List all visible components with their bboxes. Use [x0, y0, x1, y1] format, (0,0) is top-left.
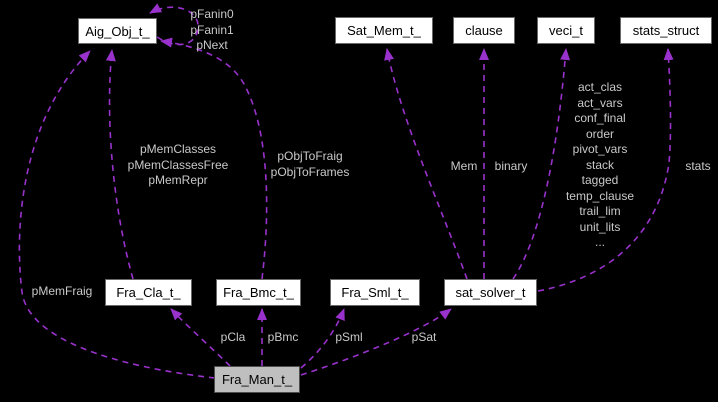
- edge-label-line: temp_clause: [565, 188, 635, 203]
- node-fra-cla-t[interactable]: Fra_Cla_t_: [105, 279, 192, 306]
- node-fra-man-t-current: Fra_Man_t_: [214, 366, 300, 393]
- edge-label-man-to-sat: pSat: [411, 330, 437, 344]
- edge-man-to-aig: [18, 50, 216, 379]
- edge-label-man-to-cla: pCla: [220, 330, 246, 344]
- edge-label-line: pFanin0: [190, 7, 234, 21]
- edge-label-solver-to-clause: binary: [494, 159, 528, 173]
- edge-label-line: pivot_vars: [572, 142, 628, 156]
- edge-label-man-to-bmc: pBmc: [267, 330, 299, 344]
- edge-label-line: pObjToFraig: [277, 149, 343, 163]
- edge-label-line: pMemRepr: [148, 173, 208, 187]
- edge-label-man-to-sml: pSml: [335, 330, 363, 344]
- edge-label-line: trail_lim: [579, 204, 621, 218]
- edge-label-bmc-to-aig: pObjToFraig pObjToFrames: [264, 149, 356, 180]
- node-aig-obj-t[interactable]: Aig_Obj_t_: [78, 18, 157, 44]
- node-sat-solver-t[interactable]: sat_solver_t: [444, 279, 537, 306]
- node-stats-struct[interactable]: stats_struct: [620, 17, 712, 44]
- edge-label-line: pMemClasses: [139, 142, 217, 156]
- edge-label-line: stack: [585, 157, 614, 172]
- edge-label-line: act_clas: [577, 80, 623, 94]
- edge-label-line: pFanin1: [190, 22, 234, 37]
- edge-label-line: act_vars: [577, 95, 623, 110]
- edge-label-line: ...: [594, 235, 605, 249]
- edge-label-line: conf_final: [574, 111, 626, 125]
- node-sat-mem-t[interactable]: Sat_Mem_t_: [335, 17, 433, 44]
- node-clause[interactable]: clause: [453, 17, 515, 44]
- node-veci-t[interactable]: veci_t: [537, 17, 595, 44]
- edge-label-line: unit_lits: [579, 219, 621, 234]
- node-fra-sml-t[interactable]: Fra_Sml_t_: [330, 279, 420, 306]
- edge-label-line: pMemClassesFree: [127, 157, 229, 172]
- edge-label-solver-to-stats: stats: [685, 159, 711, 173]
- edge-label-line: order: [585, 126, 614, 141]
- edge-label-aig-self-loop: pFanin0 pFanin1 pNext: [184, 7, 240, 54]
- edge-label-line: pNext: [196, 38, 228, 52]
- edge-label-cla-to-aig: pMemClasses pMemClassesFree pMemRepr: [120, 142, 236, 189]
- edge-label-solver-to-veci: act_clas act_vars conf_final order pivot…: [556, 80, 644, 251]
- edge-label-line: pObjToFrames: [270, 164, 350, 179]
- node-fra-bmc-t[interactable]: Fra_Bmc_t_: [216, 279, 301, 306]
- edge-label-line: tagged: [581, 173, 619, 187]
- edge-label-man-to-aig: pMemFraig: [31, 284, 93, 298]
- edge-label-solver-to-satmem: Mem: [450, 159, 478, 173]
